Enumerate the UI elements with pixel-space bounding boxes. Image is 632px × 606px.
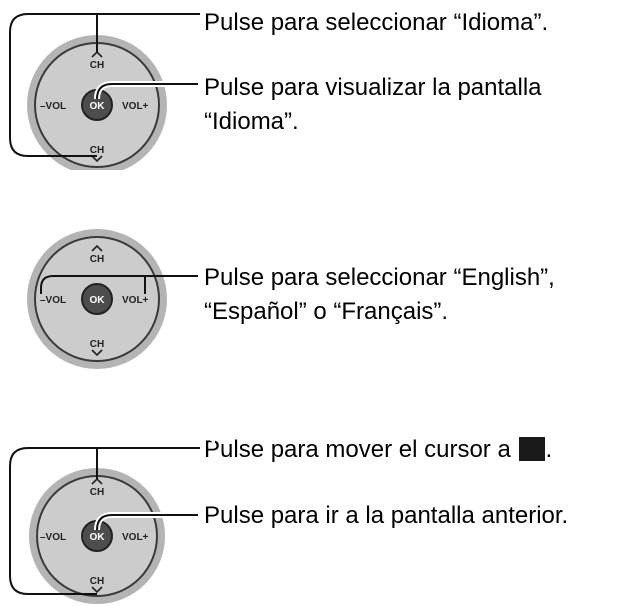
step-1-panel: OK CH CH –VOL VOL+ Pulse para selecciona… bbox=[0, 0, 632, 170]
ch-down-arrow-icon[interactable] bbox=[91, 349, 103, 357]
ok-label: OK bbox=[90, 101, 106, 112]
ch-up-label: CH bbox=[90, 60, 104, 71]
step-1-text-display-cont: “Idioma”. bbox=[204, 108, 299, 135]
ch-callout-line bbox=[9, 447, 98, 595]
ok-callout-line bbox=[96, 83, 198, 100]
ok-button[interactable] bbox=[81, 283, 113, 315]
vol-plus-label[interactable]: VOL+ bbox=[122, 532, 149, 543]
ok-label: OK bbox=[90, 295, 106, 306]
remote-diagram: OK CH CH –VOL VOL+ bbox=[9, 13, 200, 170]
step-3-text-move: Pulse para mover el cursor a . bbox=[204, 432, 552, 467]
step-3-text-move-period: . bbox=[545, 436, 553, 463]
ch-up-label: CH bbox=[90, 487, 104, 498]
vol-minus-label[interactable]: –VOL bbox=[40, 295, 66, 306]
step-3-text-back: Pulse para ir a la pantalla anterior. bbox=[204, 502, 569, 529]
ch-callout-line bbox=[9, 13, 98, 157]
ch-up-label: CH bbox=[90, 254, 104, 265]
vol-minus-label[interactable]: –VOL bbox=[40, 101, 66, 112]
ch-down-arrow-icon[interactable] bbox=[91, 586, 103, 594]
ch-down-arrow-icon[interactable] bbox=[91, 155, 103, 163]
step-1-text-display: Pulse para visualizar la pantalla bbox=[204, 74, 542, 101]
vol-plus-label[interactable]: VOL+ bbox=[122, 295, 149, 306]
ok-label: OK bbox=[90, 532, 106, 543]
ch-down-label: CH bbox=[90, 145, 104, 156]
step-3-panel: OK CH CH –VOL VOL+ Pulse para mover el c… bbox=[0, 430, 632, 606]
ch-down-label: CH bbox=[90, 576, 104, 587]
vol-callout-line bbox=[40, 275, 198, 294]
remote-diagram: OK CH CH –VOL VOL+ bbox=[27, 229, 198, 369]
ok-callout-line bbox=[96, 514, 198, 531]
step-2-text-select: Pulse para seleccionar “English”, bbox=[204, 264, 555, 291]
step-3-text-move-label: Pulse para mover el cursor a bbox=[204, 436, 511, 463]
return-arrow-icon bbox=[208, 434, 546, 461]
remote-diagram: OK CH CH –VOL VOL+ bbox=[9, 447, 200, 604]
step-1-text-select: Pulse para seleccionar “Idioma”. bbox=[204, 9, 549, 36]
step-2-text-options: “Español” o “Français”. bbox=[204, 298, 449, 325]
vol-minus-label[interactable]: –VOL bbox=[40, 532, 66, 543]
step-2-panel: OK CH CH –VOL VOL+ Pulse para selecciona… bbox=[0, 228, 632, 378]
vol-plus-label[interactable]: VOL+ bbox=[122, 101, 149, 112]
ch-down-label: CH bbox=[90, 339, 104, 350]
ch-up-arrow-icon[interactable] bbox=[91, 244, 103, 252]
